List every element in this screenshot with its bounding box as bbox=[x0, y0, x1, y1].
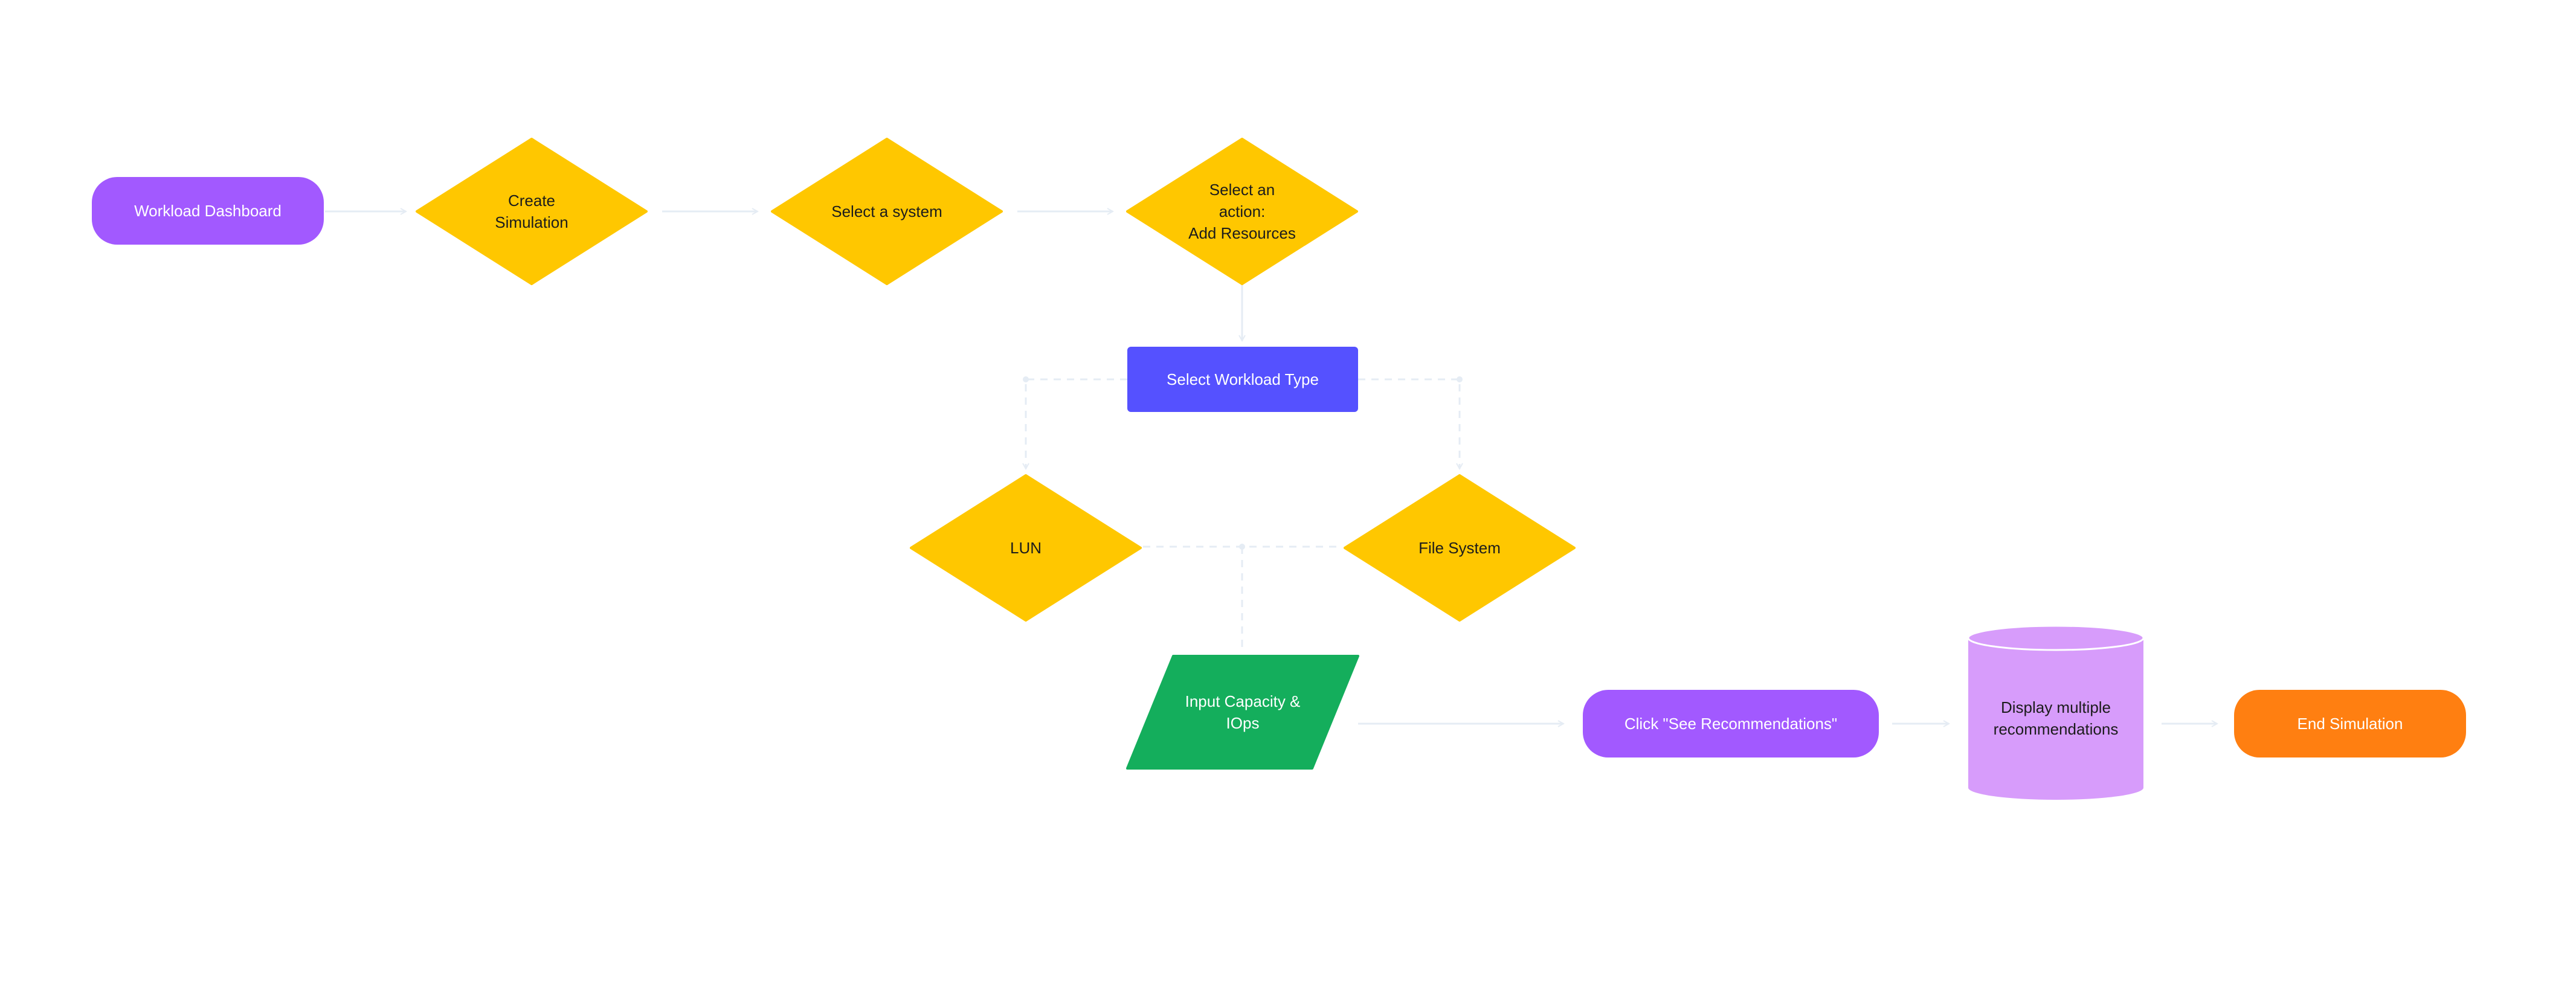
end-simulation-node[interactable]: End Simulation bbox=[2234, 690, 2466, 757]
connector-node-left bbox=[1023, 376, 1029, 382]
diamond-shape bbox=[1344, 474, 1576, 622]
workload-dashboard-node[interactable]: Workload Dashboard bbox=[92, 177, 324, 245]
diamond-shape bbox=[416, 138, 648, 285]
file-system-label: File System bbox=[1418, 539, 1501, 557]
display-recommendations-node[interactable]: Display multiple recommendations bbox=[1967, 625, 2145, 801]
select-system-node[interactable]: Select a system bbox=[771, 138, 1003, 285]
select-system-label: Select a system bbox=[831, 202, 942, 220]
end-simulation-label: End Simulation bbox=[2297, 715, 2403, 733]
create-simulation-label: Create Simulation bbox=[495, 191, 568, 231]
connector-node-right bbox=[1457, 376, 1463, 382]
diamond-shape bbox=[1126, 138, 1358, 285]
click-recommendations-label: Click "See Recommendations" bbox=[1624, 715, 1838, 733]
display-recommendations-label: Display multiple recommendations bbox=[1993, 698, 2119, 738]
lun-node[interactable]: LUN bbox=[910, 474, 1142, 622]
file-system-node[interactable]: File System bbox=[1344, 474, 1576, 622]
connector-node-merge bbox=[1239, 544, 1245, 550]
workload-dashboard-label: Workload Dashboard bbox=[134, 202, 282, 220]
select-action-label: Select an action: Add Resources bbox=[1188, 181, 1296, 242]
select-workload-type-node[interactable]: Select Workload Type bbox=[1127, 347, 1358, 412]
connector-workload-type-to-lun bbox=[1026, 378, 1127, 469]
parallelogram-shape bbox=[1126, 655, 1359, 770]
create-simulation-node[interactable]: Create Simulation bbox=[416, 138, 648, 285]
cylinder-shape bbox=[1967, 625, 2145, 800]
diamond-shape bbox=[771, 138, 1003, 285]
select-action-node[interactable]: Select an action: Add Resources bbox=[1126, 138, 1358, 285]
lun-label: LUN bbox=[1009, 539, 1042, 557]
select-workload-type-label: Select Workload Type bbox=[1167, 370, 1319, 388]
connector-workload-type-to-file-system bbox=[1358, 378, 1460, 469]
input-capacity-node[interactable]: Input Capacity & IOps bbox=[1126, 654, 1359, 771]
click-recommendations-node[interactable]: Click "See Recommendations" bbox=[1583, 690, 1879, 757]
diamond-shape bbox=[910, 474, 1142, 622]
input-capacity-label: Input Capacity & IOps bbox=[1185, 692, 1301, 732]
